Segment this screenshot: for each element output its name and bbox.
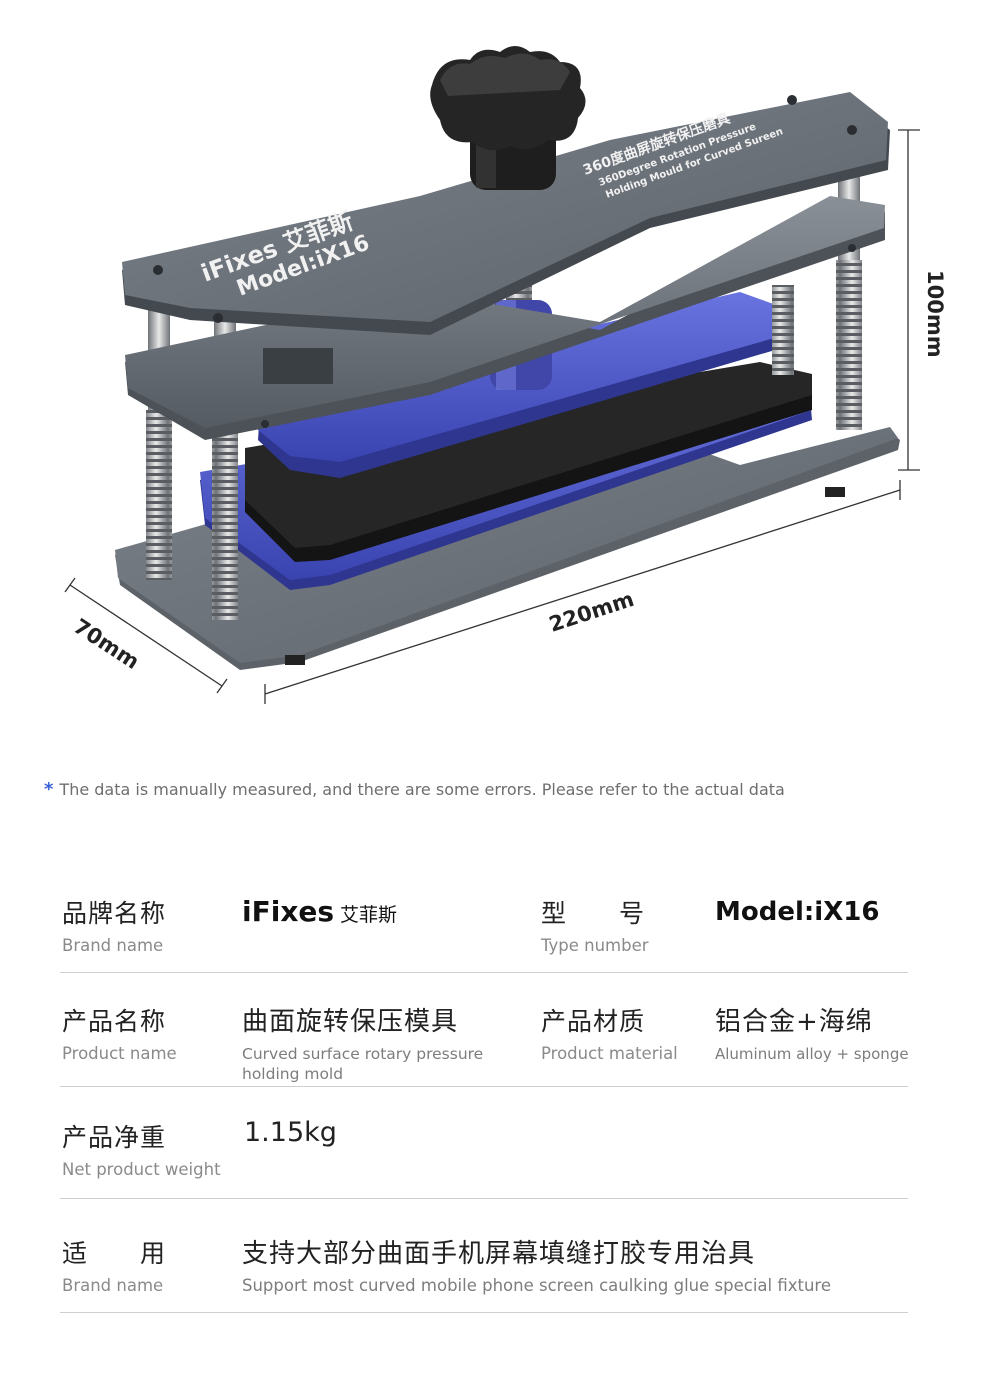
note-text: The data is manually measured, and there… [59,780,785,799]
usage-label-zh: 适 用 [62,1239,167,1268]
material-label-en: Product material [541,1044,678,1063]
type-label-group: 型 号 Type number [541,894,649,955]
base-foot [285,655,305,665]
top-plate: iFixes 艾菲斯 Model:iX16 360度曲屏旋转保压磨具 360De… [122,92,890,335]
type-label-en: Type number [541,936,649,955]
measurement-note: * The data is manually measured, and ther… [44,779,785,800]
weight-label-group: 产品净重 Net product weight [62,1118,221,1179]
dim-width-label: 70mm [69,614,143,674]
dimension-lines [64,129,920,704]
weight-label-zh: 产品净重 [62,1123,167,1152]
brand-value-main: iFixes [242,895,335,928]
row-divider [60,1312,908,1313]
material-value-group: 铝合金+海绵 Aluminum alloy + sponge [715,1001,909,1064]
usage-value-zh: 支持大部分曲面手机屏幕填缝打胶专用治具 [242,1239,756,1269]
brand-label-zh: 品牌名称 [62,899,167,928]
material-value-zh: 铝合金+海绵 [715,1007,873,1037]
product-name-value-en: Curved surface rotary pressure holding m… [242,1045,484,1083]
row-divider [60,972,908,973]
weight-value: 1.15kg [244,1117,337,1148]
row-divider [60,1086,908,1087]
weight-label-en: Net product weight [62,1160,221,1179]
product-name-value-zh: 曲面旋转保压模具 [242,1007,459,1037]
note-star: * [44,779,54,800]
brand-value-zh: 艾菲斯 [340,904,398,926]
knob [430,46,586,190]
product-image: iFixes 艾菲斯 Model:iX16 360度曲屏旋转保压磨具 360De… [64,46,947,704]
type-label-zh: 型 号 [541,899,646,928]
dim-height-label: 100mm [923,270,947,358]
material-value-en: Aluminum alloy + sponge [715,1045,909,1063]
material-label-zh: 产品材质 [541,1007,646,1036]
brand-label-en: Brand name [62,936,164,955]
usage-value-group: 支持大部分曲面手机屏幕填缝打胶专用治具 Support most curved … [242,1233,831,1296]
usage-label-group: 适 用 Brand name [62,1234,166,1295]
pressure-mold-illustration: iFixes 艾菲斯 Model:iX16 360度曲屏旋转保压磨具 360De… [64,46,947,704]
sponge-pad [245,362,812,562]
plate-slot [263,348,333,384]
type-value: Model:iX16 [715,897,880,927]
base-plate [115,413,900,670]
base-foot [825,487,845,497]
usage-value-en: Support most curved mobile phone screen … [242,1276,832,1295]
product-name-value-group: 曲面旋转保压模具 Curved surface rotary pressure … [242,1001,512,1084]
product-name-label-group: 产品名称 Product name [62,1002,177,1063]
brand-label-group: 品牌名称 Brand name [62,894,166,955]
product-name-label-zh: 产品名称 [62,1007,167,1036]
row-divider [60,1198,908,1199]
middle-plate [125,196,885,440]
dim-length-label: 220mm [546,587,637,637]
usage-label-en: Brand name [62,1276,164,1295]
product-name-label-en: Product name [62,1044,177,1063]
material-label-group: 产品材质 Product material [541,1002,678,1063]
